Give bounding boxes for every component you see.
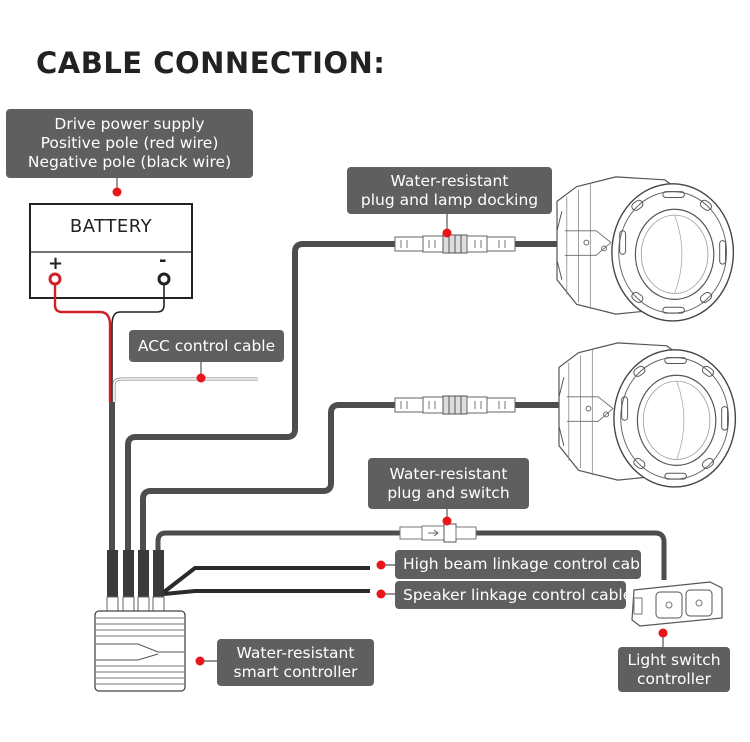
switch-cable-end [475,530,667,580]
acc-callout: ACC control cable [129,330,284,362]
lamp2-plug-connector [394,395,516,415]
battery [29,203,193,299]
callout-line: Drive power supply [54,115,205,133]
battery-label: BATTERY [69,216,153,237]
callout-line: ACC control cable [137,336,276,355]
callout-line: Positive pole (red wire) [40,134,219,152]
negative-terminal-icon [157,272,171,286]
callout-line: Negative pole (black wire) [27,153,232,171]
callout-line: Water-resistant [236,643,355,662]
red-positive-wire [53,284,112,402]
acc-wire [112,377,258,402]
projector-lamp-1 [556,176,735,322]
callout-line: plug and lamp docking [360,190,539,209]
black-negative-wire [111,284,165,402]
lamp1-plug-connector [394,234,516,254]
speaker-cable [163,589,370,596]
switch-plug-callout: Water-resistant plug and switch [368,458,529,509]
linkage-cables [162,566,370,596]
callout-line: Water-resistant [390,171,509,190]
positive-terminal-icon [48,272,62,286]
switch-cable [155,530,400,555]
lamp-plug-callout: Water-resistant plug and lamp docking [347,167,552,214]
callout-line: High beam linkage control cable [403,555,654,573]
callout-line: Light switch [627,650,721,669]
callout-markers [112,187,668,666]
light-switch-controller-device [631,581,723,627]
light-switch-callout: Light switch controller [618,647,730,692]
speaker-callout: Speaker linkage control cable [395,581,633,609]
lamp2-cable [140,402,400,555]
callout-line: Water-resistant [389,464,508,483]
callout-line: smart controller [233,662,358,681]
callout-line: plug and switch [387,483,510,502]
gray-cables [109,241,667,580]
callout-line: Speaker linkage control cable [403,585,633,604]
high-beam-cable [162,566,370,594]
positive-pole-symbol: + [48,253,64,274]
lamp1-cable [125,241,400,555]
smart-controller [94,596,186,692]
controller-callout: Water-resistant smart controller [217,639,374,686]
power-supply-callout: Drive power supply Positive pole (red wi… [6,109,253,178]
high-beam-callout: High beam linkage control cable [395,550,654,579]
projector-lamp-2 [558,342,737,488]
negative-pole-symbol: - [159,250,167,271]
callout-line: controller [637,669,711,688]
switch-plug-connector [399,523,477,543]
diagram-title: CABLE CONNECTION: [36,46,386,80]
